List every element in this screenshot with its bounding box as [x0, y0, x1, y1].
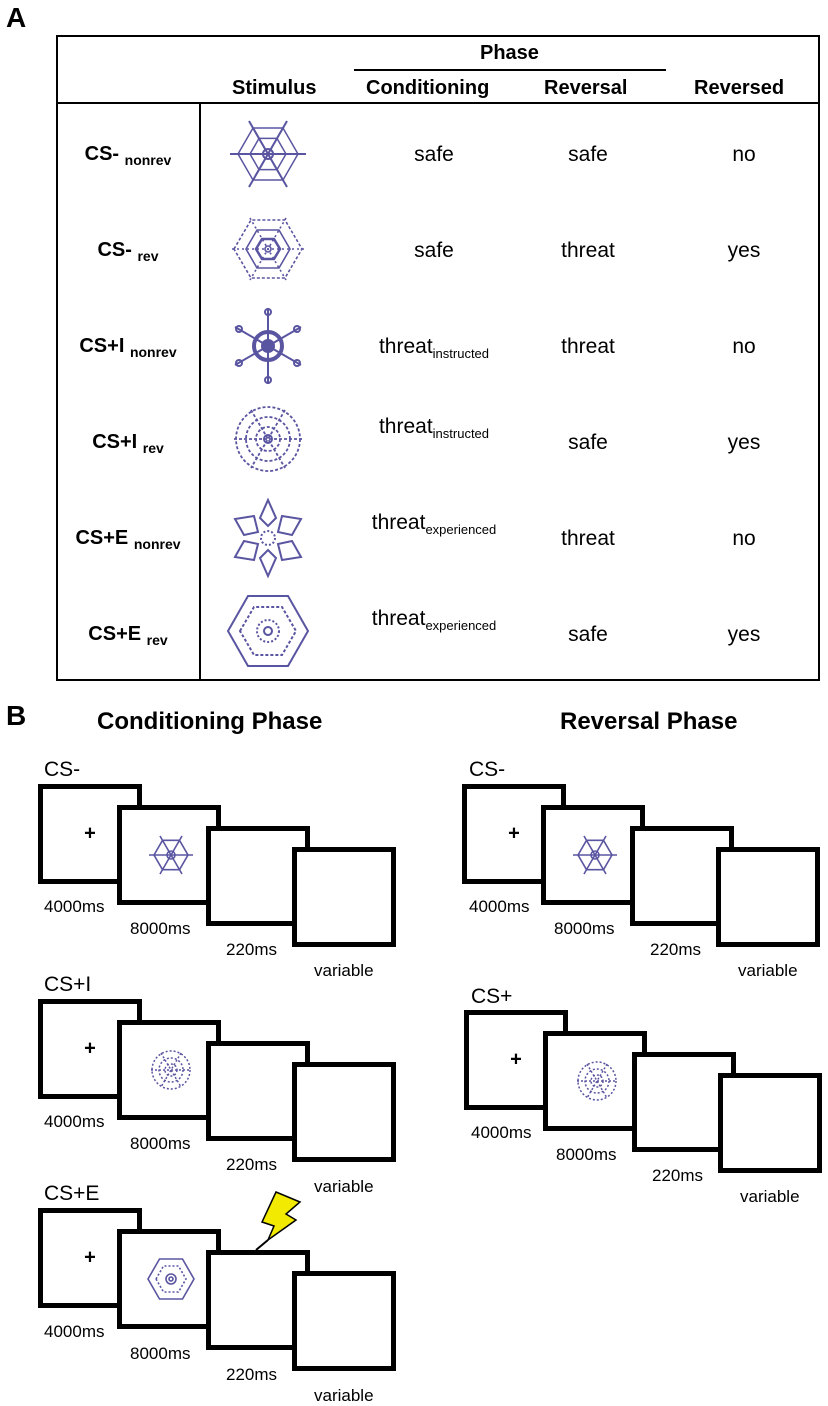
- stimulus-header: Stimulus: [232, 77, 317, 99]
- fixation-cross: +: [510, 1048, 522, 1071]
- reversed-value: no: [732, 143, 756, 166]
- reversal-value: safe: [568, 431, 608, 454]
- reversal-value: threat: [561, 239, 615, 262]
- snowflake-stimulus-icon: [226, 595, 310, 667]
- blank-frame: [292, 847, 396, 947]
- snowflake-stimulus-icon: [230, 120, 306, 188]
- stimulus-frame: [117, 805, 221, 905]
- conditioning-value: safe: [414, 143, 454, 166]
- conditioning-value: threatinstructed: [378, 335, 490, 362]
- blank-frame: [292, 1271, 396, 1371]
- snowflake-stimulus-icon: [147, 1258, 195, 1300]
- timing-label: variable: [314, 1177, 374, 1196]
- snowflake-stimulus-icon: [233, 497, 303, 579]
- reversal-value: threat: [561, 335, 615, 358]
- timing-label: 4000ms: [469, 897, 530, 916]
- conditioning-value: threatexperienced: [371, 607, 497, 634]
- reversal-header: Reversal: [544, 77, 628, 99]
- header-divider: [58, 102, 818, 104]
- reversal-value: safe: [568, 623, 608, 646]
- timing-label: 220ms: [226, 1155, 278, 1174]
- timing-label: 8000ms: [556, 1145, 617, 1164]
- snowflake-stimulus-icon: [232, 217, 304, 281]
- snowflake-stimulus-icon: [577, 1061, 617, 1101]
- phase-underline: [354, 69, 666, 71]
- panel-b-label: B: [6, 700, 27, 731]
- phase-header: Phase: [480, 42, 539, 64]
- snowflake-stimulus-icon: [234, 406, 302, 472]
- reversed-value: yes: [727, 431, 761, 454]
- fixation-cross: +: [84, 1037, 96, 1060]
- timing-label: 220ms: [226, 1365, 278, 1384]
- conditioning-value: threatinstructed: [378, 415, 490, 442]
- row-label: CS+E nonrev: [75, 527, 181, 552]
- blank-frame: [716, 847, 820, 947]
- reversed-value: no: [732, 527, 756, 550]
- trial-label: CS+I: [44, 973, 92, 996]
- timing-label: 220ms: [226, 940, 278, 959]
- blank-frame: [718, 1073, 822, 1173]
- timing-label: 8000ms: [130, 1344, 191, 1363]
- fixation-cross: +: [508, 822, 520, 845]
- stimulus-frame: [543, 1031, 647, 1131]
- timing-label: 4000ms: [44, 1112, 105, 1131]
- lightning-shock-icon: [255, 1191, 302, 1251]
- timing-label: 8000ms: [130, 1134, 191, 1153]
- reversal-phase-title: Reversal Phase: [560, 708, 738, 735]
- row-label: CS- nonrev: [84, 143, 172, 168]
- trial-label: CS-: [469, 758, 506, 781]
- label-column-divider: [199, 104, 201, 681]
- timing-label: variable: [740, 1187, 800, 1206]
- timing-label: 8000ms: [554, 919, 615, 938]
- timing-label: 4000ms: [44, 897, 105, 916]
- timing-label: variable: [314, 961, 374, 980]
- snowflake-stimulus-icon: [151, 1050, 191, 1090]
- trial-label: CS+E: [44, 1182, 100, 1205]
- reversal-value: threat: [561, 527, 615, 550]
- condition-table: Phase Stimulus Conditioning Reversal Rev…: [56, 35, 820, 681]
- timing-label: 220ms: [652, 1166, 704, 1185]
- timing-label: 220ms: [650, 940, 702, 959]
- fixation-cross: +: [84, 822, 96, 845]
- fixation-cross: +: [84, 1246, 96, 1269]
- blank-frame: [292, 1062, 396, 1162]
- row-label: CS+I rev: [92, 431, 164, 456]
- trial-label: CS+: [471, 985, 513, 1008]
- trial-label: CS-: [44, 758, 81, 781]
- timing-label: 8000ms: [130, 919, 191, 938]
- reversal-value: safe: [568, 143, 608, 166]
- snowflake-stimulus-icon: [573, 835, 617, 875]
- reversed-value: yes: [727, 239, 761, 262]
- row-label: CS+E rev: [88, 623, 168, 648]
- conditioning-value: threatexperienced: [371, 511, 497, 538]
- timing-label: 4000ms: [44, 1322, 105, 1341]
- timing-label: 4000ms: [471, 1123, 532, 1142]
- row-label: CS+I nonrev: [79, 335, 177, 360]
- conditioning-value: safe: [414, 239, 454, 262]
- conditioning-header: Conditioning: [366, 77, 490, 99]
- reversed-value: yes: [727, 623, 761, 646]
- row-label: CS- rev: [97, 239, 159, 264]
- timing-label: variable: [738, 961, 798, 980]
- snowflake-stimulus-icon: [234, 308, 302, 384]
- reversed-value: no: [732, 335, 756, 358]
- stimulus-frame: [117, 1229, 221, 1329]
- timing-label: variable: [314, 1386, 374, 1405]
- panel-a-label: A: [6, 2, 27, 33]
- conditioning-phase-title: Conditioning Phase: [97, 708, 323, 735]
- reversed-header: Reversed: [694, 77, 785, 99]
- snowflake-stimulus-icon: [149, 835, 193, 875]
